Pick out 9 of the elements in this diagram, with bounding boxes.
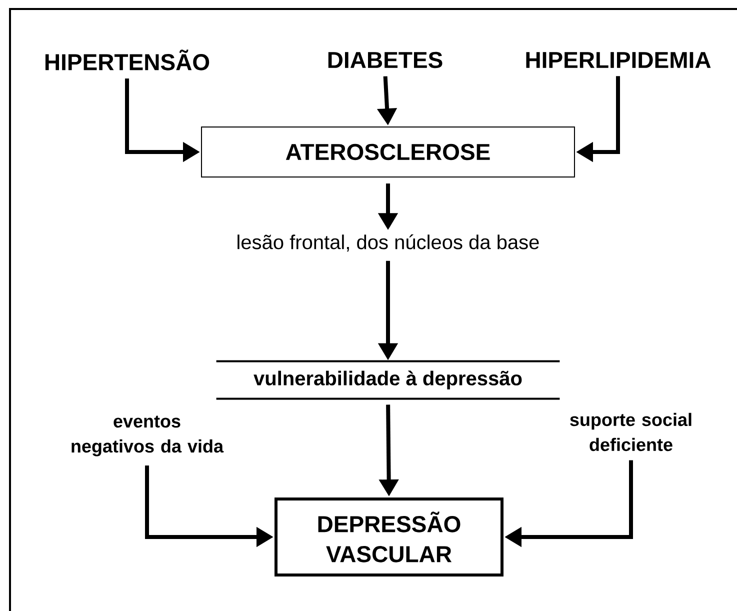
band: vulnerabilidade à depressão [216,360,560,400]
label-text: HIPERLIPIDEMIA [526,52,711,68]
label-text: DIABETES [328,52,442,68]
process-box: DEPRESSÃO VASCULAR [274,497,504,576]
label-text: eventos negativos da vida [72,416,224,456]
label-text: HIPERTENSÃO [45,50,210,70]
process-box: ATEROSCLEROSE [201,126,575,178]
label-text: suporte social deficiente [570,412,692,452]
label-text: lesão frontal, dos núcleos da base [238,234,539,252]
